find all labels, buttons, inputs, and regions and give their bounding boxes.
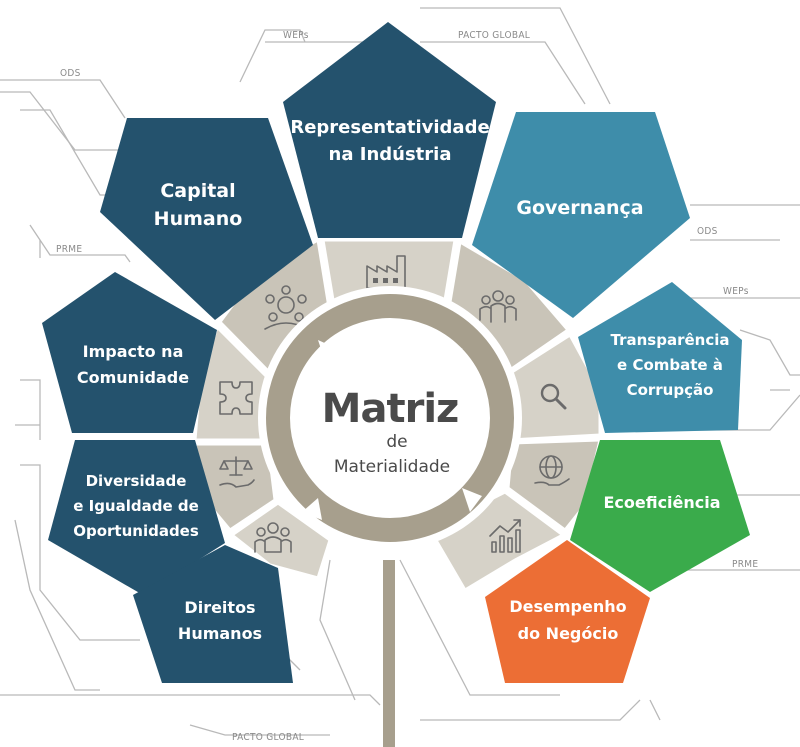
pentagon-label-2: Comunidade [77,368,189,387]
pentagon-label-1: Governança [516,197,643,219]
team-icon [254,522,292,553]
pentagon-governanca: Governança [472,112,690,318]
tag-pacto-global-bottom: PACTO GLOBAL [232,732,304,743]
pentagon-capital-humano: Capital Humano [100,118,313,320]
globe-hand-icon [534,455,570,486]
puzzle-icon [219,381,253,415]
growth-chart-icon [489,519,521,553]
center-subtitle-de: de [386,432,407,452]
stem [383,560,395,747]
pentagon-label-1: Capital [160,180,235,202]
tag-weps-right: WEPs [723,286,749,297]
tag-ods-left: ODS [60,68,81,79]
pentagon-representatividade: Representatividade na Indústria [283,22,496,238]
center-subtitle-materialidade: Materialidade [334,457,450,477]
center-title: Matriz [322,386,459,432]
pentagon-label-1: Diversidade [86,472,187,490]
pentagon-label-1: Representatividade [290,117,489,138]
tag-prme-right: PRME [732,559,758,570]
framework-tags: WEPs PACTO GLOBAL ODS PRME ODS WEPs PRME… [56,30,758,743]
pentagon-label-2: Humano [154,208,243,230]
pentagon-desempenho: Desempenho do Negócio [485,540,650,683]
pentagon-label-2: Humanos [178,624,262,643]
pentagon-label-1: Direitos [184,598,255,617]
pentagon-label-1: Impacto na [83,342,184,361]
pentagon-transparencia: Transparência e Combate à Corrupção [578,282,742,433]
meeting-icon [264,285,308,330]
tag-ods-right: ODS [697,226,718,237]
pentagon-label-2: e Combate à [617,356,723,374]
tag-weps-top: WEPs [283,30,309,41]
tag-pacto-global-top: PACTO GLOBAL [458,30,530,41]
people-group-icon [479,290,517,323]
pentagon-label-2: do Negócio [518,624,619,643]
pentagon-label-1: Ecoeficiência [603,493,720,512]
pentagon-ecoeficiencia: Ecoeficiência [570,440,750,592]
pentagon-impacto: Impacto na Comunidade [42,272,217,433]
pentagon-label-1: Transparência [611,331,730,349]
pentagon-label-1: Desempenho [509,597,626,616]
search-icon [540,383,567,410]
pentagon-label-3: Oportunidades [73,522,199,540]
pentagon-label-2: na Indústria [329,144,452,165]
pentagon-label-2: e Igualdade de [73,497,199,515]
scales-hand-icon [219,456,255,488]
pentagon-label-3: Corrupção [627,381,714,399]
factory-icon [366,255,406,289]
leader-lines [0,7,800,736]
pentagon-diversidade: Diversidade e Igualdade de Oportunidades [48,440,225,595]
pentagon-direitos-humanos: Direitos Humanos [133,545,293,683]
center-circle: Matriz de Materialidade [258,286,522,550]
tag-prme-left: PRME [56,244,82,255]
